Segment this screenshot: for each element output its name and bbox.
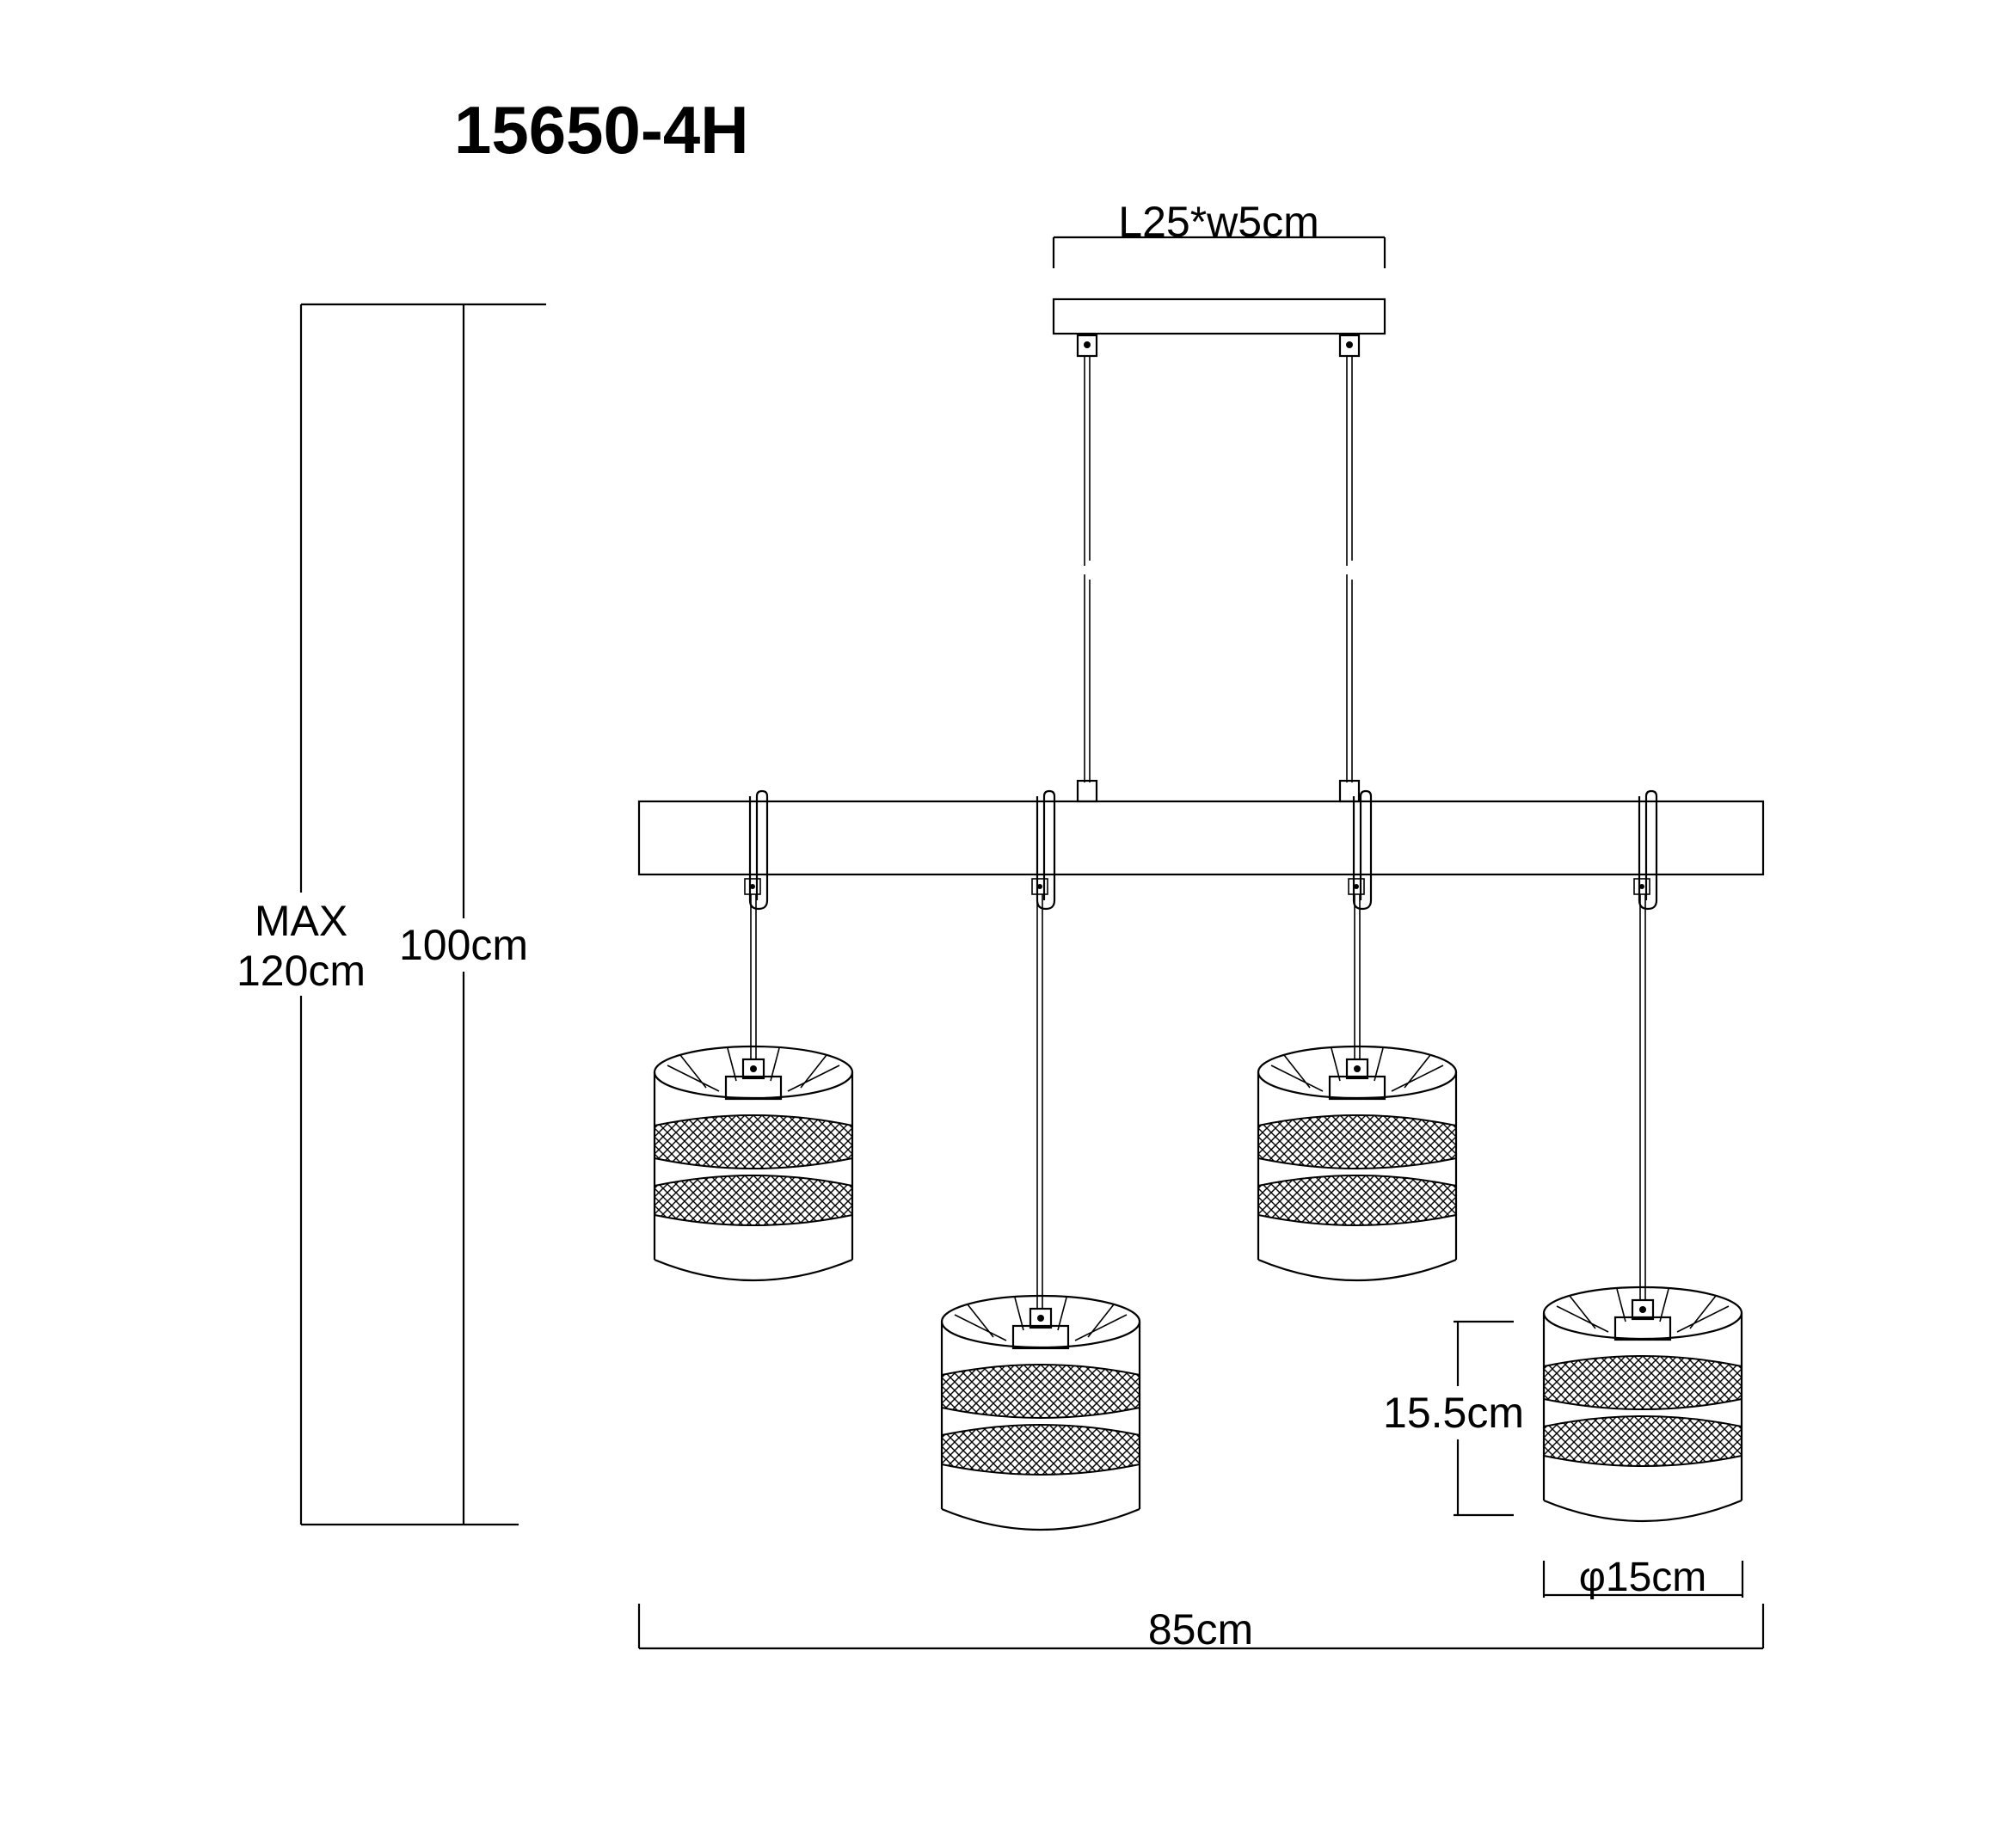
pendant-cord-1 xyxy=(750,894,757,1059)
canopy-dimension: L25*w5cm xyxy=(1052,198,1386,268)
max-height-label-line1: MAX xyxy=(255,897,347,945)
canopy-mount-left xyxy=(1076,334,1098,358)
shade-diameter-label: φ15cm xyxy=(1579,1555,1707,1600)
lamp-shade-1 xyxy=(653,1045,854,1282)
total-width-label: 85cm xyxy=(1148,1605,1253,1654)
pendant-cord-4 xyxy=(1639,894,1646,1300)
lamp-shade-4 xyxy=(1542,1286,1743,1523)
bar-clip-4 xyxy=(1632,789,1658,911)
pendant-cord-3 xyxy=(1354,894,1361,1059)
lamp-shade-3 xyxy=(1257,1045,1458,1282)
model-title: 15650-4H xyxy=(454,92,749,168)
bar-clip-3 xyxy=(1347,789,1373,911)
shade-diameter-dimension xyxy=(1542,1561,1744,1598)
canopy-dimension-label: L25*w5cm xyxy=(1118,198,1318,246)
canopy-mount-right xyxy=(1338,334,1361,358)
canopy xyxy=(1052,298,1386,335)
suspension-cable-left xyxy=(1076,356,1098,803)
height-label: 100cm xyxy=(399,921,528,969)
shade-height-label: 15.5cm xyxy=(1383,1389,1524,1437)
bar-clip-2 xyxy=(1030,789,1056,911)
total-width-dimension xyxy=(637,1604,1765,1650)
suspension-cable-right xyxy=(1338,356,1361,803)
main-bar xyxy=(637,800,1765,876)
lamp-shade-2 xyxy=(940,1294,1141,1531)
pendant-cord-2 xyxy=(1036,894,1043,1309)
max-height-label-line2: 120cm xyxy=(237,947,366,995)
bar-clip-1 xyxy=(743,789,769,911)
